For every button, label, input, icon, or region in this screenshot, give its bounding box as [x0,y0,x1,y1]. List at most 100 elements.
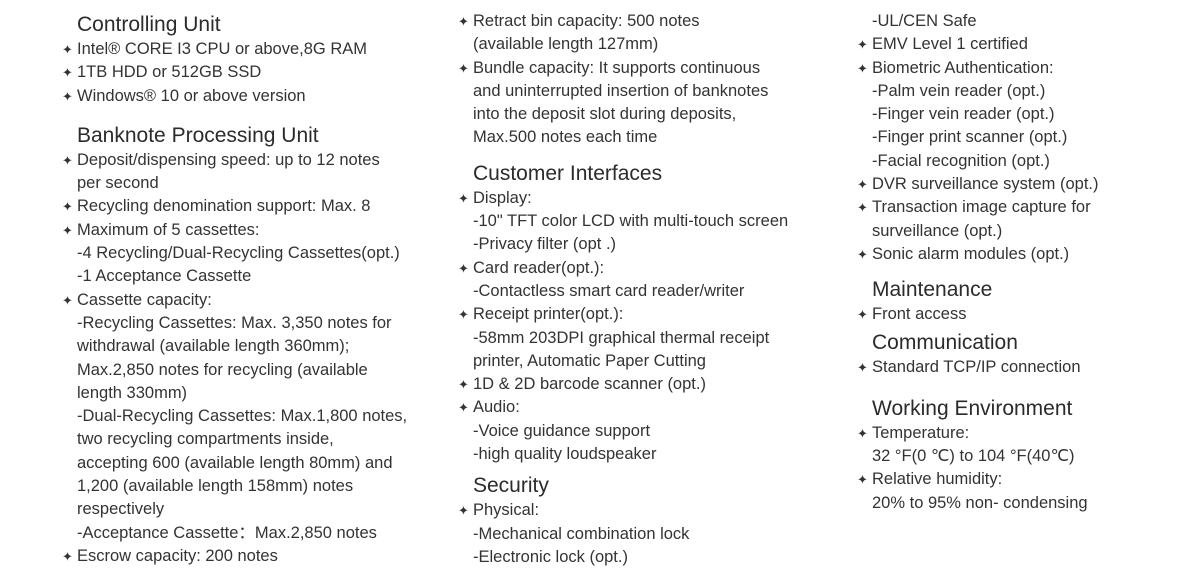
spec-continuation-line: -Palm vein reader (opt.) [857,80,1187,103]
spec-continuation-line: 32 °F(0 ℃) to 104 °F(40℃) [857,445,1187,468]
section-heading: Maintenance [857,277,1187,303]
spec-bullet-item: ✦Physical: [458,499,838,522]
spec-continuation-line: accepting 600 (available length 80mm) an… [62,452,442,475]
four-point-star-icon: ✦ [458,14,469,29]
spec-text: 32 °F(0 ℃) to 104 °F(40℃) [872,447,1075,466]
section-heading: Banknote Processing Unit [62,123,442,149]
spec-text: Sonic alarm modules (opt.) [872,244,1070,263]
four-point-star-icon: ✦ [458,260,469,276]
spec-bullet-item: ✦Bundle capacity: It supports continuous [458,57,838,80]
spec-bullet-item: ✦Audio: [458,396,838,419]
spec-text: -Palm vein reader (opt.) [872,81,1046,100]
spec-text: -Finger vein reader (opt.) [872,105,1055,124]
spec-bullet-item: ✦Front access [857,303,1187,326]
four-point-star-icon: ✦ [458,190,469,206]
spec-text: 20% to 95% non- condensing [872,493,1088,512]
section-heading: Security [458,473,838,499]
spec-text: Banknote Processing Unit [77,123,319,147]
spec-text: Max.500 notes each time [473,128,658,147]
spec-continuation-line: -Finger vein reader (opt.) [857,103,1187,126]
spec-text: Biometric Authentication: [872,58,1054,77]
spec-continuation-line: per second [62,172,442,195]
spec-bullet-item: ✦Deposit/dispensing speed: up to 12 note… [62,149,442,172]
spec-bullet-item: ✦Windows® 10 or above version [62,85,442,108]
spec-text: Controlling Unit [77,13,221,36]
four-point-star-icon: ✦ [62,548,73,564]
spec-continuation-line: 1,200 (available length 158mm) notes [62,475,442,498]
spec-text: Bundle capacity: It supports continuous [473,58,761,77]
spec-text: -Dual-Recycling Cassettes: Max.1,800 not… [77,407,408,426]
spec-continuation-line: -1 Acceptance Cassette [62,265,442,288]
four-point-star-icon: ✦ [458,377,469,393]
spec-bullet-item: ✦Recycling denomination support: Max. 8 [62,195,442,218]
spec-continuation-line: withdrawal (available length 360mm); [62,335,442,358]
spec-text: 1,200 (available length 158mm) notes [77,477,354,496]
spec-text: Maximum of 5 cassettes: [77,220,260,239]
spec-text: -Mechanical combination lock [473,524,690,543]
four-point-star-icon: ✦ [857,200,868,216]
section-heading: Communication [857,330,1187,356]
spec-text: Audio: [473,398,520,417]
four-point-star-icon: ✦ [62,199,73,215]
spec-text: -10" TFT color LCD with multi-touch scre… [473,212,789,231]
four-point-star-icon: ✦ [62,292,73,308]
spec-continuation-line: length 330mm) [62,382,442,405]
four-point-star-icon: ✦ [62,152,73,168]
four-point-star-icon: ✦ [62,65,73,81]
spec-continuation-line: -Voice guidance support [458,420,838,443]
spec-continuation-line: Max.500 notes each time [458,126,838,149]
spec-text: -Voice guidance support [473,421,651,440]
spec-continuation-line: -Finger print scanner (opt.) [857,126,1187,149]
spec-text: Recycling denomination support: Max. 8 [77,197,371,216]
spec-bullet-item: ✦Sonic alarm modules (opt.) [857,243,1187,266]
section-heading: Working Environment [857,396,1187,422]
spec-bullet-item: ✦Intel® CORE I3 CPU or above,8G RAM [62,38,442,61]
spec-bullet-item: ✦Maximum of 5 cassettes: [62,219,442,242]
spec-text: 1TB HDD or 512GB SSD [77,63,262,82]
spec-text: -58mm 203DPI graphical thermal receipt [473,328,770,347]
four-point-star-icon: ✦ [857,37,868,53]
spec-text: Communication [872,330,1018,354]
spec-continuation-line: -Privacy filter (opt .) [458,233,838,256]
spec-continuation-line: -58mm 203DPI graphical thermal receipt [458,327,838,350]
four-point-star-icon: ✦ [857,425,868,441]
four-point-star-icon: ✦ [62,222,73,238]
spec-text: withdrawal (available length 360mm); [77,337,350,356]
four-point-star-icon: ✦ [458,307,469,323]
spec-text: Working Environment [872,396,1073,420]
spec-continuation-line: -high quality loudspeaker [458,443,838,466]
spec-text: Receipt printer(opt.): [473,305,624,324]
spec-text: Retract bin capacity: 500 notes [473,12,700,30]
spec-bullet-item: ✦EMV Level 1 certified [857,33,1187,56]
spec-text: Relative humidity: [872,470,1003,489]
spec-bullet-item: ✦DVR surveillance system (opt.) [857,173,1187,196]
spec-text: Front access [872,305,967,324]
spec-bullet-item: ✦Standard TCP/IP connection [857,356,1187,379]
spec-continuation-line: -Electronic lock (opt.) [458,546,838,569]
spec-text: surveillance (opt.) [872,221,1003,240]
spec-bullet-item: ✦Relative humidity: [857,468,1187,491]
spec-column-2: ✦Retract bin capacity: 500 notes(availab… [458,10,838,569]
four-point-star-icon: ✦ [857,177,868,193]
spec-continuation-line: Max.2,850 notes for recycling (available [62,359,442,382]
spec-text: Card reader(opt.): [473,258,605,277]
four-point-star-icon: ✦ [857,472,868,488]
spec-continuation-line: -Mechanical combination lock [458,523,838,546]
spec-text: Transaction image capture for [872,198,1091,217]
spec-continuation-line: -Facial recognition (opt.) [857,150,1187,173]
spec-continuation-line: -Recycling Cassettes: Max. 3,350 notes f… [62,312,442,335]
section-heading: Customer Interfaces [458,161,838,187]
spec-continuation-line: surveillance (opt.) [857,220,1187,243]
section-heading: Controlling Unit [62,12,442,38]
spec-text: 1D & 2D barcode scanner (opt.) [473,375,706,394]
spec-text: Escrow capacity: 200 notes [77,546,278,565]
four-point-star-icon: ✦ [857,359,868,375]
spec-text: DVR surveillance system (opt.) [872,175,1099,194]
spec-text: Display: [473,188,532,207]
spec-text: -high quality loudspeaker [473,445,657,464]
four-point-star-icon: ✦ [857,60,868,76]
spec-continuation-line: -Acceptance Cassette：Max.2,850 notes [62,522,442,545]
spec-continuation-line: printer, Automatic Paper Cutting [458,350,838,373]
spec-text: -Electronic lock (opt.) [473,547,628,566]
spec-text: -UL/CEN Safe [872,12,977,30]
